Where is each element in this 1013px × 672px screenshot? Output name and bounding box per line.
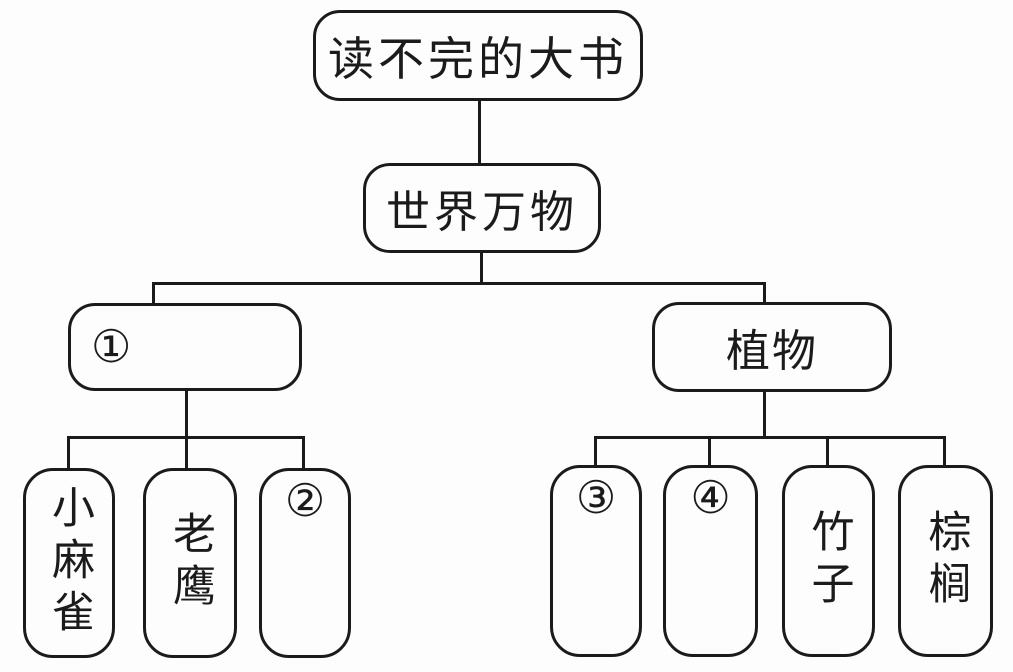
node-root-title: 读不完的大书 [313, 10, 643, 101]
leaf-palm-label: 棕榈 [922, 509, 969, 613]
circled-1-label: ① [91, 321, 132, 372]
leaf-eagle-label: 老鹰 [166, 511, 214, 615]
connector-drop-blank2 [302, 436, 305, 470]
node-branch-animals-blank1: ① [68, 303, 302, 391]
circled-3-label: ③ [575, 473, 617, 523]
connector-root-to-world [478, 98, 481, 165]
connector-animals-down [185, 389, 188, 439]
connector-drop-blank4 [708, 436, 711, 467]
connector-drop-eagle [185, 436, 188, 470]
node-world: 世界万物 [363, 163, 601, 253]
node-root-label: 读不完的大书 [328, 33, 628, 85]
node-leaf-sparrow: 小麻雀 [23, 468, 115, 658]
node-leaf-blank4: ④ [663, 465, 758, 657]
connector-drop-blank3 [594, 436, 597, 467]
circled-4-label: ④ [690, 473, 731, 523]
node-branch-plants: 植物 [652, 302, 892, 392]
leaf-bamboo-label: 竹子 [805, 509, 852, 613]
connector-drop-plants [763, 282, 766, 304]
node-leaf-eagle: 老鹰 [143, 468, 237, 658]
node-world-label: 世界万物 [386, 188, 578, 237]
connector-drop-animals [152, 282, 155, 305]
connector-drop-sparrow [67, 436, 70, 470]
node-leaf-palm: 棕榈 [898, 465, 993, 657]
node-leaf-blank2: ② [259, 468, 351, 658]
connector-drop-palm [943, 436, 946, 467]
node-leaf-blank3: ③ [550, 465, 642, 657]
connector-world-down [480, 251, 483, 285]
connector-drop-bamboo [826, 436, 829, 467]
connector-plants-horizontal [594, 436, 946, 439]
connector-main-horizontal [152, 282, 766, 285]
node-plants-label: 植物 [726, 327, 818, 376]
leaf-sparrow-label: 小麻雀 [45, 485, 93, 641]
circled-2-label: ② [284, 476, 326, 526]
node-leaf-bamboo: 竹子 [782, 465, 875, 657]
connector-plants-down [763, 390, 766, 439]
